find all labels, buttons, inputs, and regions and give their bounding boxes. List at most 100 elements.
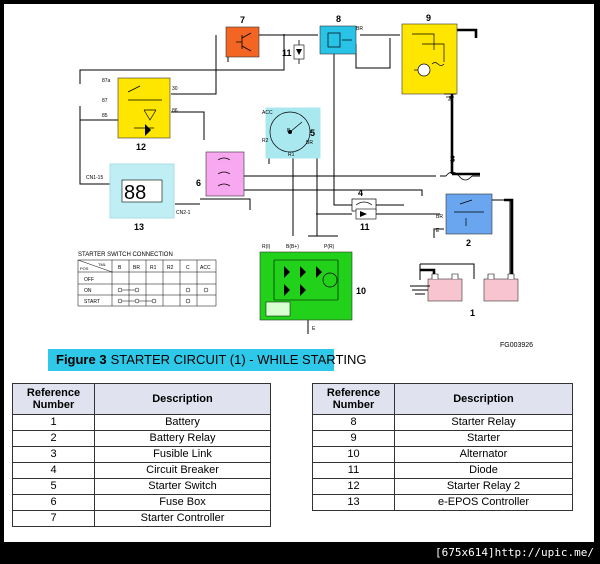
switch-table-header: B [118,265,122,271]
switch-table-header: R1 [150,265,157,271]
ref-description: Fuse Box [94,494,271,511]
pin-cn1: CN1-15 [86,175,103,181]
pin-30: 30 [172,86,178,92]
ref-description: Starter [394,430,573,447]
component-label-10: 10 [356,286,366,296]
switch-table-corner-bottom: POS [80,266,89,271]
component-label-1: 1 [470,308,475,318]
component-label-7: 7 [240,15,245,25]
ref-description: Circuit Breaker [94,462,271,479]
component-label-11-upper: 11 [282,48,292,58]
battery-cable [504,198,514,279]
header-description: Description [94,383,271,415]
starter-controller [225,26,260,58]
component-label-8: 8 [336,14,341,24]
wire [79,34,285,84]
component-label-11-lower: 11 [360,222,370,232]
ref-description: Starter Switch [94,478,271,495]
ref-number: 11 [312,462,395,479]
figure-sheet: 7 11 8 9 12 87a 87 85 30 86 5 ACC B [4,4,594,542]
wire [420,263,475,279]
switch-table-header: ACC [200,265,211,271]
ref-number: 3 [12,446,95,463]
ref-number: 7 [12,510,95,527]
component-label-9: 9 [426,13,431,23]
pin-cn2: CN2-1 [176,210,191,216]
watermark-link[interactable]: [675x614]http://upic.me/ [435,546,594,559]
switch-table-title: STARTER SWITCH CONNECTION [78,252,173,258]
table-header-row: Reference Number Description [12,383,271,415]
wire [79,106,110,185]
wire [171,35,217,95]
pin-r2: R2 [262,138,269,144]
ref-description: Starter Controller [94,510,271,527]
pin-alt-p: P(R) [324,244,335,250]
wire [171,111,205,140]
header-reference-number: Reference Number [312,383,395,415]
battery [410,273,519,302]
svg-text:88: 88 [124,182,146,204]
epos-controller: 88 [109,163,175,219]
figure-code: FG003926 [500,342,534,349]
table-header-row: Reference Number Description [312,383,573,415]
pin-87a: 87a [102,78,111,84]
switch-table-row: START [84,299,100,305]
wire [355,38,391,69]
figure-number: Figure 3 [56,352,107,367]
switch-table-row: OFF [84,277,94,283]
pin-br: BR [306,140,313,146]
ref-number: 6 [12,494,95,511]
wire [244,189,423,196]
ref-number: 1 [12,414,95,431]
starter-switch [265,107,321,159]
starter-motor [401,23,458,101]
ref-description: Diode [394,462,573,479]
pin-86: 86 [172,108,178,114]
pin-relay2-e: E [436,228,440,234]
ref-number: 10 [312,446,395,463]
switch-table-corner-top: TML [98,262,107,267]
wire [492,199,511,279]
component-label-5: 5 [310,128,315,138]
fusible-link [445,171,473,181]
ref-number: 8 [312,414,395,431]
ref-number: 5 [12,478,95,495]
ref-number: 4 [12,462,95,479]
starter-relay-2 [117,77,171,139]
starter-circuit-diagram: 7 11 8 9 12 87a 87 85 30 86 5 ACC B [77,13,519,334]
pin-b: B [287,128,291,134]
switch-table-header: R2 [167,265,174,271]
component-label-13: 13 [134,222,144,232]
component-label-2: 2 [466,238,471,248]
figure-title: STARTER CIRCUIT (1) - WHILE STARTING [110,352,367,367]
pin-alt-e: E [312,326,316,332]
header-reference-number: Reference Number [12,383,95,415]
starter-relay [319,25,357,55]
pin-87: 87 [102,98,108,104]
wiring [79,34,511,334]
ref-number: 13 [312,494,395,511]
battery-relay [445,193,493,235]
wire [433,228,444,238]
wire [200,198,251,210]
pin-acc: ACC [262,110,273,116]
component-label-4: 4 [358,188,363,198]
ref-description: Starter Relay 2 [394,478,573,495]
header-description: Description [394,383,573,415]
component-label-6: 6 [196,178,201,188]
component-label-12: 12 [136,142,146,152]
pin-r1: R1 [288,152,295,158]
alternator [259,251,353,321]
